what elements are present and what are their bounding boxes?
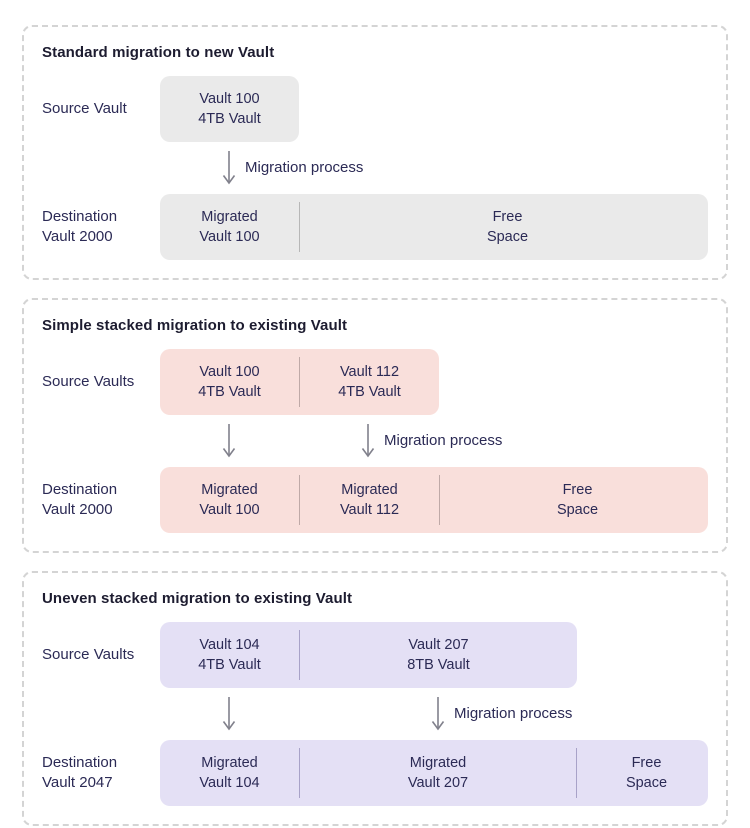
destination-label-line1: Destination — [42, 754, 118, 771]
destination-label-line1: Destination — [42, 208, 118, 225]
migration-process-label: Migration process — [384, 432, 503, 449]
migration-arrow: Migration process — [361, 423, 502, 459]
vault-box: Vault 100 4TB Vault Vault 112 4TB Vault — [160, 349, 439, 415]
source-row: Source Vault Vault 100 4TB Vault — [42, 76, 708, 142]
source-label: Source Vault — [42, 100, 127, 117]
vault-section-divider — [299, 202, 300, 252]
migration-arrow: Migration process — [222, 150, 363, 186]
vault-section-line2: Vault 104 — [199, 775, 260, 791]
vault-section-divider — [299, 630, 300, 680]
vault-section-divider — [299, 475, 300, 525]
vault-section-line1: Migrated — [341, 482, 398, 498]
migration-process-label: Migration process — [454, 705, 573, 722]
panel-title: Simple stacked migration to existing Vau… — [42, 317, 348, 334]
vault-section-divider — [576, 748, 577, 798]
migration-arrow — [222, 696, 236, 732]
migration-panel: Simple stacked migration to existing Vau… — [22, 298, 728, 553]
vault-section-line1: Migrated — [201, 209, 258, 225]
vault-section-line2: Vault 112 — [339, 502, 400, 518]
vault-section-line1: Vault 207 — [408, 637, 469, 653]
down-arrow-icon — [222, 696, 236, 732]
panel-title: Standard migration to new Vault — [42, 44, 275, 61]
source-label: Source Vaults — [42, 373, 135, 390]
migration-panel: Uneven stacked migration to existing Vau… — [22, 571, 728, 826]
vault-section-divider — [299, 748, 300, 798]
vault-section-line2: 4TB Vault — [198, 657, 261, 673]
migration-arrow-row: Migration process — [160, 696, 708, 732]
down-arrow-icon — [361, 423, 375, 459]
vault-section-divider — [439, 475, 440, 525]
destination-label-line1: Destination — [42, 481, 118, 498]
vault-box: Vault 100 4TB Vault — [160, 76, 299, 142]
destination-label-line2: Vault 2000 — [42, 228, 113, 245]
vault-section-line1: Free — [631, 755, 662, 771]
vault-section-line2: 4TB Vault — [198, 384, 261, 400]
vault-section-line2: Space — [556, 502, 599, 518]
migration-arrow: Migration process — [431, 696, 572, 732]
vault-section-line2: Space — [625, 775, 668, 791]
vault-section: Vault 207 8TB Vault — [300, 622, 577, 688]
vault-section: Vault 100 4TB Vault — [160, 349, 299, 415]
migration-arrow — [222, 423, 236, 459]
vault-section-line2: 8TB Vault — [407, 657, 470, 673]
vault-section-line2: Space — [486, 229, 529, 245]
vault-section-line2: Vault 100 — [199, 229, 260, 245]
vault-section-line1: Vault 100 — [199, 364, 260, 380]
source-label: Source Vaults — [42, 646, 135, 663]
vault-section-line1: Vault 100 — [199, 91, 260, 107]
migration-arrow-row: Migration process — [160, 150, 708, 186]
vault-section-line1: Free — [562, 482, 593, 498]
down-arrow-icon — [222, 423, 236, 459]
vault-section-line2: Vault 100 — [199, 502, 260, 518]
down-arrow-icon — [431, 696, 445, 732]
migration-arrow-row: Migration process — [160, 423, 708, 459]
vault-section-divider — [299, 357, 300, 407]
vault-section-line2: Vault 207 — [407, 775, 469, 791]
vault-section: Vault 104 4TB Vault — [160, 622, 299, 688]
vault-section-line1: Migrated — [409, 755, 467, 771]
source-row: Source Vaults Vault 104 4TB Vault Vault 207… — [42, 622, 708, 688]
vault-section-line1: Migrated — [201, 755, 258, 771]
vault-section: Vault 100 4TB Vault — [160, 76, 299, 142]
vault-section: Vault 112 4TB Vault — [300, 349, 439, 415]
destination-label-line2: Vault 2047 — [42, 774, 113, 791]
vault-section-line1: Migrated — [201, 482, 258, 498]
destination-label-line2: Vault 2000 — [42, 501, 113, 518]
vault-section-line2: 4TB Vault — [198, 111, 261, 127]
down-arrow-icon — [222, 150, 236, 186]
vault-section-line1: Vault 104 — [199, 637, 260, 653]
vault-box: Vault 104 4TB Vault Vault 207 8TB Vault — [160, 622, 577, 688]
panel-title: Uneven stacked migration to existing Vau… — [42, 590, 353, 607]
vault-section-line2: 4TB Vault — [338, 384, 401, 400]
vault-section-line1: Vault 112 — [339, 364, 400, 380]
vault-section-line1: Free — [492, 209, 523, 225]
migration-process-label: Migration process — [245, 159, 364, 176]
